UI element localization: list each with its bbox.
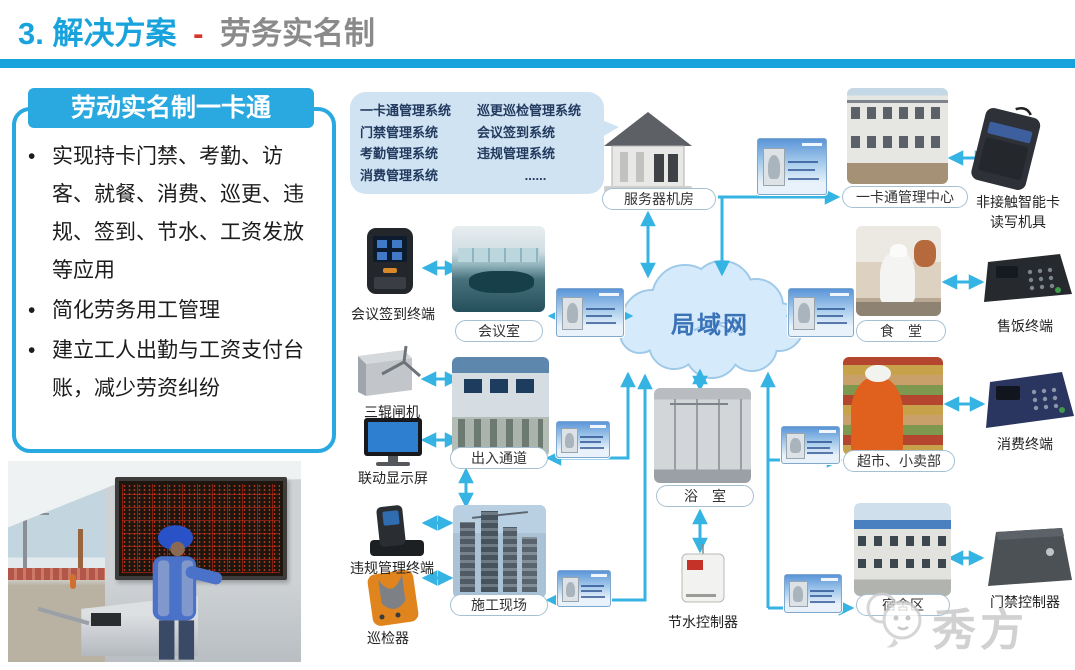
- dormitory-photo: [854, 503, 951, 596]
- lan-cloud: [619, 260, 804, 379]
- watermark: 秀方案: [860, 580, 1075, 660]
- meeting-room-photo: [452, 226, 545, 312]
- id-card: [781, 426, 840, 464]
- crane: [22, 513, 28, 570]
- label-water-controller: 节水控制器: [668, 614, 738, 630]
- connector-cloud-site: [545, 373, 653, 608]
- turnstile-icon: [358, 345, 421, 396]
- watermark-mascot-icon: [866, 592, 922, 648]
- label-turnstile: 三辊闸机: [364, 404, 420, 420]
- connectors: [420, 150, 991, 616]
- id-card: [784, 574, 842, 613]
- left-panel-title: 劳动实名制一卡通: [28, 88, 314, 128]
- server-room-icon: [604, 112, 692, 192]
- label-bathroom: 浴 室: [656, 485, 754, 507]
- label-access-controller: 门禁控制器: [990, 594, 1060, 610]
- label-site: 施工现场: [450, 594, 548, 616]
- worker-figure: [125, 517, 236, 662]
- label-violation-terminal: 违规管理终端: [350, 560, 434, 576]
- site-gate-photo: [8, 461, 301, 662]
- access-controller-icon: [988, 528, 1072, 586]
- label-display: 联动显示屏: [358, 470, 428, 486]
- fence: [8, 567, 111, 580]
- violation-terminal-icon: [370, 505, 424, 556]
- id-card: [757, 138, 827, 195]
- id-card: [557, 570, 611, 607]
- page-title-topic: 劳务实名制: [220, 16, 376, 51]
- bullet-item: 实现持卡门禁、考勤、访客、就餐、消费、巡更、违规、签到、节水、工资发放等应用: [26, 138, 322, 290]
- canteen-photo: [856, 226, 941, 316]
- label-meeting-terminal: 会议签到终端: [351, 306, 435, 322]
- id-card: [788, 288, 854, 337]
- meeting-terminal-icon: [367, 228, 413, 294]
- patrol-device-icon: [367, 570, 419, 626]
- page-title-section: 3. 解决方案: [18, 16, 177, 51]
- systems-column-1: 一卡通管理系统 门禁管理系统 考勤管理系统 消费管理系统: [360, 103, 452, 183]
- label-passage: 出入通道: [450, 447, 548, 469]
- watermark-text: 秀方案: [932, 606, 1028, 655]
- lan-cloud-label: 局域网: [671, 312, 749, 339]
- systems-column-2: 巡更巡检管理系统 会议签到系统 违规管理系统 ......: [477, 103, 582, 183]
- bullet-item: 简化劳务用工管理: [26, 292, 322, 330]
- label-food-terminal: 售饭终端: [997, 318, 1053, 334]
- passage-photo: [452, 357, 549, 457]
- id-card: [556, 288, 624, 337]
- label-card-reader: 非接触智能卡 读写机具: [976, 194, 1060, 230]
- page-title-dash: -: [193, 16, 204, 51]
- header-divider: [0, 59, 1075, 68]
- food-terminal-icon: [984, 254, 1072, 302]
- label-supermarket: 超市、小卖部: [843, 450, 955, 472]
- card-center-photo: [847, 88, 948, 184]
- systems-callout-bubble: 一卡通管理系统 门禁管理系统 考勤管理系统 消费管理系统 巡更巡检管理系统 会议…: [350, 92, 619, 194]
- bathroom-photo: [654, 388, 751, 483]
- id-card: [556, 421, 610, 458]
- led-display-board: [114, 477, 288, 580]
- bullet-item: 建立工人出勤与工资支付台账，减少劳资纠纷: [26, 332, 322, 408]
- display-icon: [364, 418, 422, 466]
- distant-worker: [69, 573, 76, 589]
- consume-terminal-icon: [986, 372, 1074, 428]
- label-consume-terminal: 消费终端: [997, 436, 1053, 452]
- page-title: 3. 解决方案 - 劳务实名制: [18, 8, 375, 58]
- water-controller-icon: [681, 544, 725, 603]
- label-meeting-room: 会议室: [455, 320, 543, 342]
- left-panel-body: 实现持卡门禁、考勤、访客、就餐、消费、巡更、违规、签到、节水、工资发放等应用 简…: [26, 138, 322, 410]
- supermarket-photo: [843, 357, 943, 455]
- label-card-center: 一卡通管理中心: [842, 186, 968, 208]
- label-server-room: 服务器机房: [602, 188, 716, 210]
- label-canteen: 食 堂: [856, 320, 946, 342]
- label-patrol-device: 巡检器: [367, 630, 409, 646]
- site-photo: [453, 505, 546, 598]
- card-reader-icon: [971, 107, 1041, 190]
